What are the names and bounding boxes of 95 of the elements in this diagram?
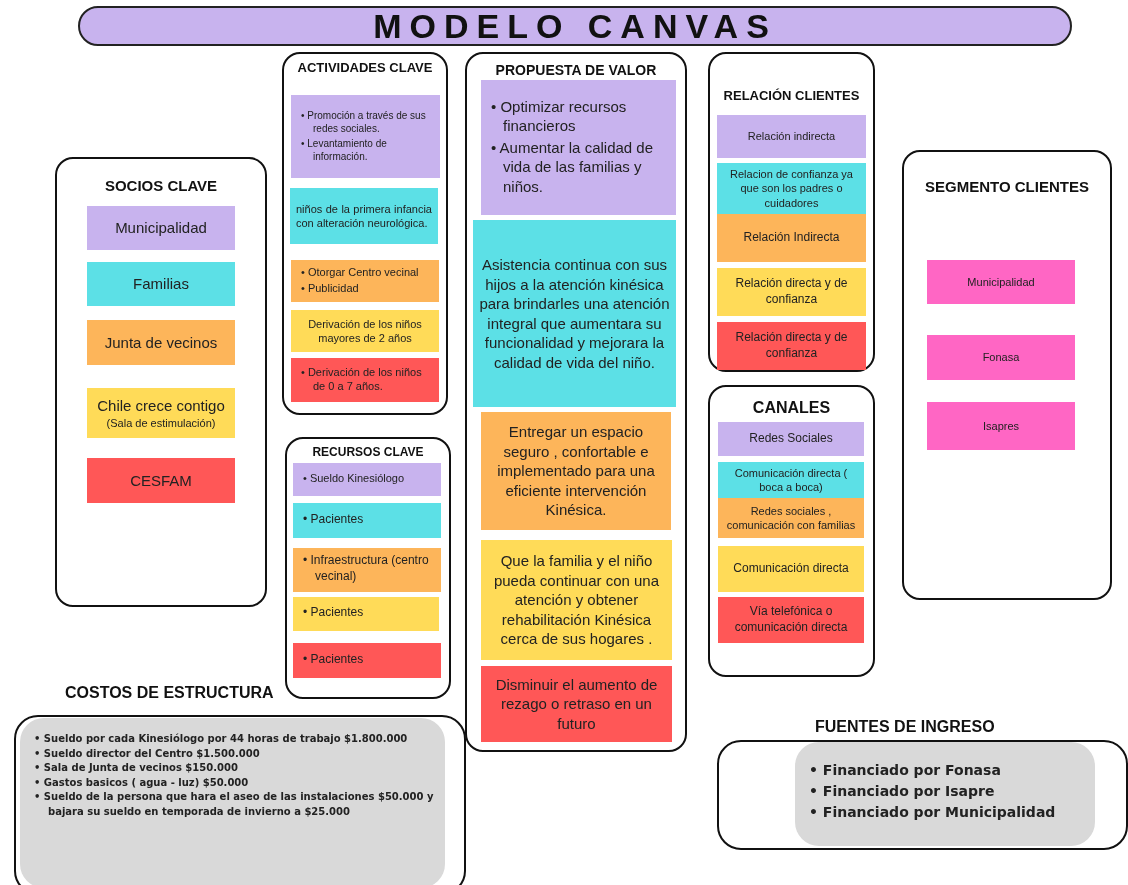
sticky-note xyxy=(717,214,866,262)
section-heading: FUENTES DE INGRESO xyxy=(815,718,996,737)
sticky-note xyxy=(481,80,676,215)
sticky-note xyxy=(718,462,864,498)
bullet-item: • Sueldo por cada Kinesiólogo por 44 horas de trabajo $1.800.000 xyxy=(34,732,409,746)
bullet-item: • Financiado por Isapre xyxy=(809,782,996,801)
note-text: Relación indirecta xyxy=(747,129,836,144)
section-heading: ACTIVIDADES CLAVE xyxy=(296,60,434,75)
note-text: (Sala de estimulación) xyxy=(106,415,216,430)
note-text: niños de la primera infancia con alteración neurológica. xyxy=(296,201,432,231)
sticky-note xyxy=(293,463,441,496)
sticky-note xyxy=(291,358,439,402)
section-card xyxy=(282,52,448,415)
sticky-note xyxy=(717,163,866,214)
bullet-item: • Financiado por Fonasa xyxy=(809,761,1002,780)
note-text: CESFAM xyxy=(130,470,192,491)
bullet-item: • Pacientes xyxy=(303,605,365,621)
sticky-note xyxy=(717,322,866,370)
sticky-note xyxy=(473,220,676,407)
note-text: Asistencia continua con sus hijos a la atención kinésica para brindarles una atención integral que aumentara su funcionalidad y mejorara la calidad de vida del niño. xyxy=(479,255,670,372)
note-text: Que la familia y el niño pueda continuar con una atención y obtener rehabilitación Kinésica cerca de sus hogares . xyxy=(492,551,661,649)
section-heading: SOCIOS CLAVE xyxy=(103,177,219,194)
note-text: Redes Sociales xyxy=(749,431,833,447)
bullet-item: • Sala de Junta de vecinos $150.000 xyxy=(34,761,239,775)
section-heading: COSTOS DE ESTRUCTURA xyxy=(65,684,275,703)
sticky-note xyxy=(481,666,672,742)
section-heading: CANALES xyxy=(751,399,832,417)
section-heading: PROPUESTA DE VALOR xyxy=(494,62,658,78)
sticky-note xyxy=(481,412,671,530)
sticky-note xyxy=(718,498,864,538)
sticky-note xyxy=(927,335,1075,380)
bullet-item: • Sueldo Kinesiólogo xyxy=(303,471,406,486)
bullet-item: • Sueldo director del Centro $1.500.000 xyxy=(34,746,261,761)
sticky-note xyxy=(481,540,672,660)
sticky-note xyxy=(718,597,864,643)
note-text: Disminuir el aumento de rezago o retraso en un futuro xyxy=(494,674,659,734)
note-text: Relación directa y de confianza xyxy=(734,276,849,308)
bullet-item: • Levantamiento de información. xyxy=(301,136,388,163)
sticky-note xyxy=(718,422,864,456)
sticky-note xyxy=(927,260,1075,304)
bullet-item: • Derivación de los niños de 0 a 7 años. xyxy=(301,364,423,394)
section-card xyxy=(285,437,451,699)
bullet-item: • Aumentar la calidad de vida de las familias y niños. xyxy=(491,137,655,197)
section-card xyxy=(55,157,267,607)
note-text: Municipalidad xyxy=(967,274,1035,290)
note-text: Derivación de los niños mayores de 2 años xyxy=(307,316,423,346)
section-card xyxy=(465,52,687,752)
bullet-item: • Sueldo de la persona que hara el aseo de las instalaciones $50.000 y bajara su sueldo en temporada de invierno a $25.000 xyxy=(34,790,435,819)
sticky-note xyxy=(87,262,235,306)
bullet-item: • Infraestructura (centro vecinal) xyxy=(303,553,430,585)
sticky-note xyxy=(293,597,439,631)
note-text: Familias xyxy=(133,274,189,294)
sticky-note xyxy=(717,115,866,158)
section-heading: SEGMENTO CLIENTES xyxy=(924,178,1090,195)
sticky-note xyxy=(291,310,439,352)
sticky-note xyxy=(87,320,235,365)
section-heading: RECURSOS CLAVE xyxy=(311,445,425,459)
sticky-note xyxy=(718,546,864,592)
section-card xyxy=(708,52,875,372)
sticky-note xyxy=(87,388,235,438)
sticky-note xyxy=(291,95,440,178)
note-text: Junta de vecinos xyxy=(104,332,218,353)
note-text: Municipalidad xyxy=(115,218,207,238)
note-text: Relación Indirecta xyxy=(743,230,840,246)
section-heading: RELACIÓN CLIENTES xyxy=(722,88,861,103)
bullet-item: • Financiado por Municipalidad xyxy=(809,803,1057,822)
bullet-item: • Publicidad xyxy=(301,281,360,296)
note-text: Redes sociales , comunicación con familias xyxy=(725,503,857,533)
sticky-note xyxy=(717,268,866,316)
note-text: Relacion de confianza ya que son los padres o cuidadores xyxy=(729,167,854,210)
note-text: Relación directa y de confianza xyxy=(734,330,849,362)
bullet-item: • Gastos basicos ( agua - luz) $50.000 xyxy=(34,775,250,790)
sticky-note xyxy=(293,548,441,592)
note-text: Comunicación directa xyxy=(733,561,849,577)
title-banner: MODELO CANVAS xyxy=(78,6,1072,46)
bullet-item: • Optimizar recursos financieros xyxy=(491,96,628,136)
sticky-note xyxy=(927,402,1075,450)
bullet-item: • Pacientes xyxy=(303,651,365,668)
bullet-item: • Promoción a través de sus redes sociales. xyxy=(301,108,427,135)
note-text: Chile crece contigo xyxy=(97,396,225,416)
note-text: Fonasa xyxy=(982,350,1020,365)
bullet-item: • Pacientes xyxy=(303,511,365,528)
sticky-note xyxy=(87,458,235,503)
section-card xyxy=(902,150,1112,600)
bullet-item: • Otorgar Centro vecinal xyxy=(301,264,420,279)
note-text: Comunicación directa ( boca a boca) xyxy=(733,465,849,495)
sticky-note xyxy=(87,206,235,250)
sticky-note xyxy=(290,188,438,244)
note-text: Isapres xyxy=(982,418,1020,434)
sticky-note xyxy=(291,260,439,302)
sticky-note xyxy=(293,643,441,678)
note-text: Entregar un espacio seguro , confortable e implementado para una eficiente intervención Kinésica. xyxy=(496,422,656,520)
sticky-note xyxy=(293,503,441,538)
section-card xyxy=(708,385,875,677)
note-text: Vía telefónica o comunicación directa xyxy=(733,604,849,636)
